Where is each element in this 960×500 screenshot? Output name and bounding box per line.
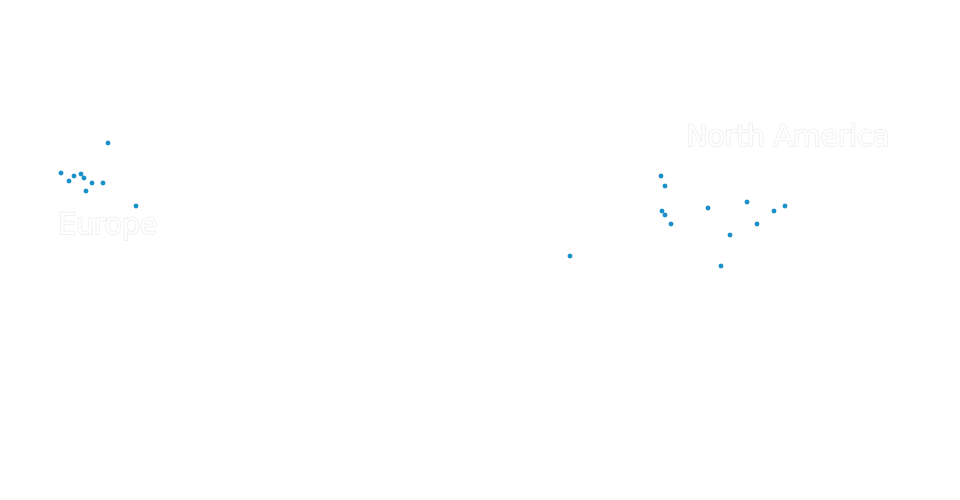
city-markers-europe: [58, 140, 139, 209]
city-marker[interactable]: [668, 221, 674, 227]
city-marker[interactable]: [727, 232, 733, 238]
city-marker[interactable]: [66, 178, 72, 184]
city-marker[interactable]: [81, 175, 87, 181]
city-marker[interactable]: [705, 205, 711, 211]
city-markers-north-america: [567, 173, 788, 269]
city-marker[interactable]: [754, 221, 760, 227]
region-labels: Europe North America: [57, 118, 890, 241]
city-marker[interactable]: [83, 188, 89, 194]
city-marker[interactable]: [782, 203, 788, 209]
city-marker[interactable]: [133, 203, 139, 209]
city-marker[interactable]: [78, 171, 84, 177]
city-marker[interactable]: [771, 208, 777, 214]
city-marker[interactable]: [658, 173, 664, 179]
city-marker[interactable]: [662, 212, 668, 218]
city-marker[interactable]: [567, 253, 573, 259]
city-marker[interactable]: [100, 180, 106, 186]
region-label-europe: Europe: [58, 207, 157, 241]
city-marker[interactable]: [744, 199, 750, 205]
city-marker[interactable]: [662, 183, 668, 189]
city-marker[interactable]: [71, 173, 77, 179]
region-label-north-america: North America: [686, 119, 889, 153]
city-marker[interactable]: [58, 170, 64, 176]
city-marker[interactable]: [659, 208, 665, 214]
city-marker[interactable]: [105, 140, 111, 146]
city-marker[interactable]: [89, 180, 95, 186]
city-marker[interactable]: [718, 263, 724, 269]
